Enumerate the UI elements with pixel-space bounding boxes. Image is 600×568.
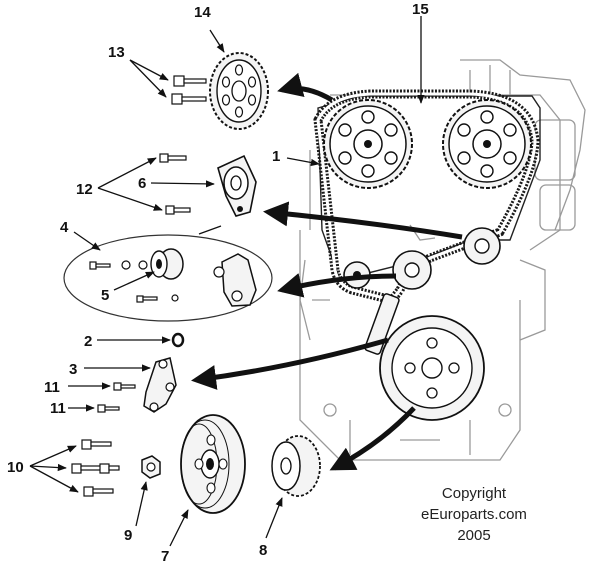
copyright-line-3: 2005	[457, 527, 490, 544]
callout-4: 4	[60, 219, 69, 236]
callout-11-lower: 11	[50, 400, 66, 417]
copyright-line-1: Copyright	[442, 485, 507, 502]
engine-idler-pulley-upper	[463, 227, 501, 265]
callout-2: 2	[84, 333, 92, 350]
callout-3: 3	[69, 361, 77, 378]
exhaust-camshaft-pulley	[442, 99, 532, 189]
callout-8: 8	[259, 542, 267, 559]
tensioner-hardware	[89, 260, 179, 303]
engine-tensioner-pulley	[392, 250, 432, 290]
idler-pulley-bracket-part	[217, 154, 257, 217]
intake-camshaft-pulley	[323, 99, 413, 189]
crankshaft-center-bolt	[141, 455, 161, 479]
leader-lines	[29, 16, 425, 547]
crankshaft-pulley-installed	[379, 315, 485, 421]
callout-9: 9	[124, 527, 132, 544]
camshaft-pulley-part	[209, 52, 269, 130]
callout-5: 5	[101, 287, 109, 304]
callout-6: 6	[138, 175, 146, 192]
tensioner-assembly-group	[63, 234, 273, 322]
timing-belt	[313, 89, 540, 306]
callout-11-upper: 11	[44, 379, 60, 396]
assembly-arrows	[191, 72, 463, 471]
damper-nut-part	[171, 332, 185, 348]
camshaft-pulley-bolts	[171, 75, 207, 105]
tensioner-pulley-part	[150, 248, 184, 280]
copyright-line-2: eEuroparts.com	[421, 506, 527, 523]
callout-14: 14	[194, 4, 211, 21]
crankshaft-pulley-bolts	[71, 439, 120, 497]
hydraulic-damper-part	[143, 357, 177, 413]
crankshaft-gear-part	[271, 435, 321, 497]
callout-1: 1	[272, 148, 280, 165]
callout-12: 12	[76, 181, 93, 198]
engine-tensioner-damper	[364, 293, 400, 355]
callout-7: 7	[161, 548, 169, 565]
callout-10: 10	[7, 459, 24, 476]
tensioner-bracket-part	[213, 253, 257, 307]
callout-13: 13	[108, 44, 125, 61]
crankshaft-pulley-part	[180, 414, 246, 514]
idler-pulley-bolts	[159, 153, 191, 215]
damper-bolts	[97, 382, 136, 413]
callout-15: 15	[412, 1, 429, 18]
